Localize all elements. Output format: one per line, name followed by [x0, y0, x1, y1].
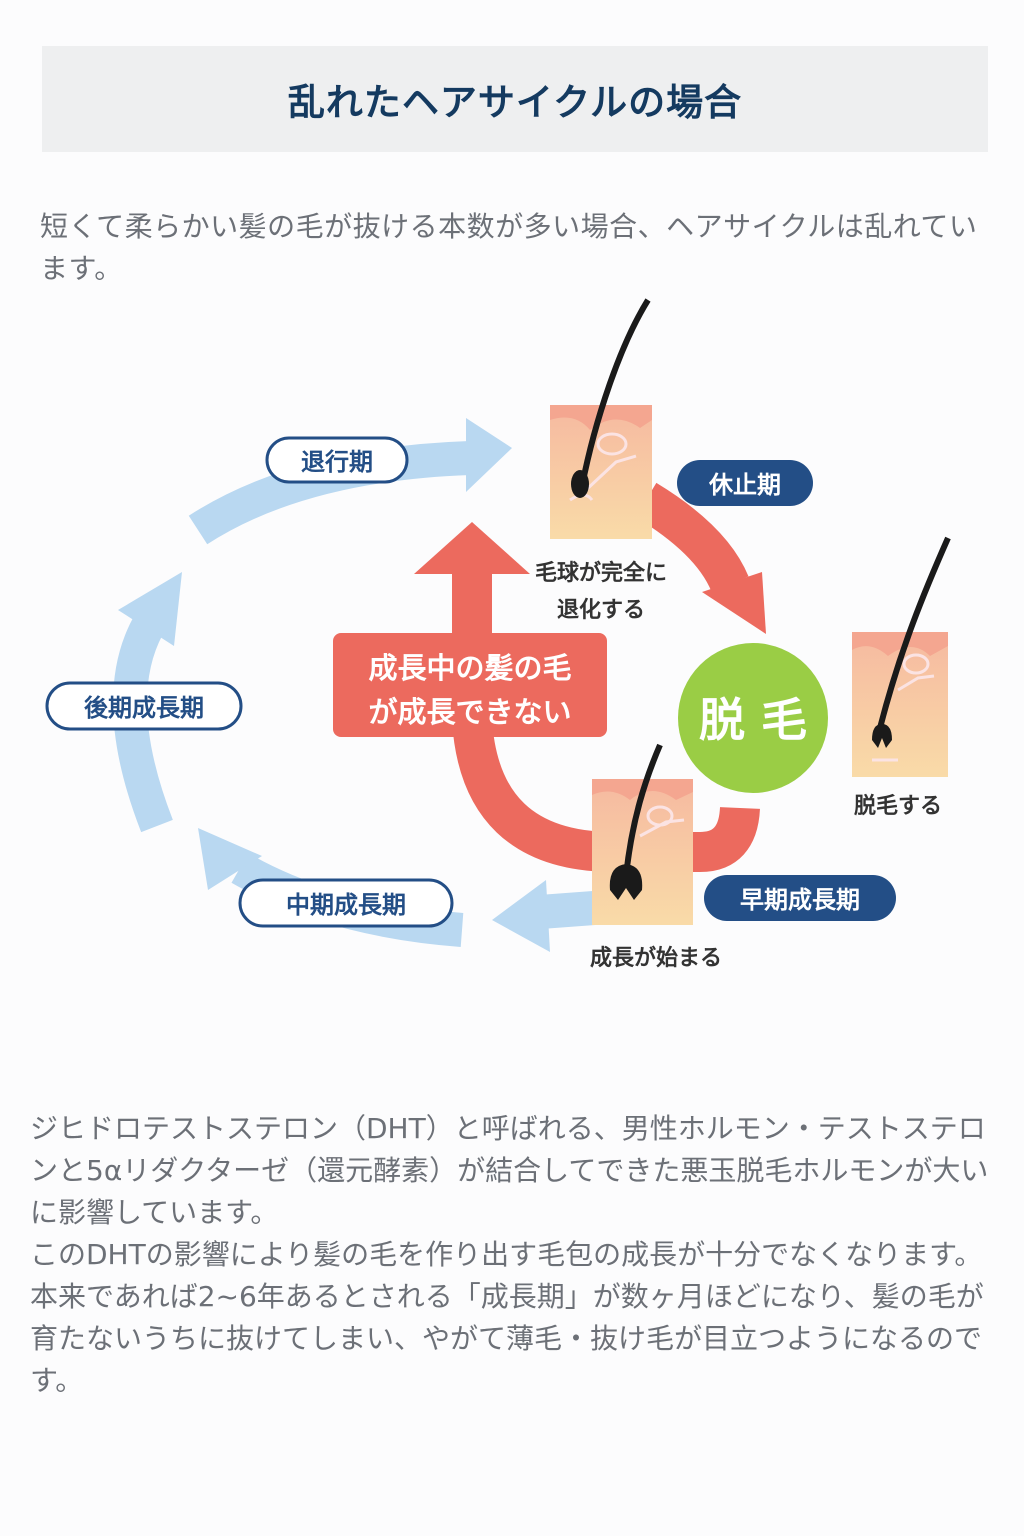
red-arrow-to-shedding [635, 482, 749, 593]
phase-mid-anagen: 中期成長期 [238, 878, 454, 928]
follicle-right [852, 536, 951, 777]
hair-cycle-diagram: 脱 毛 成長中の髪の毛 が成長できない 退行期 後期成長期 中期成長期 休止期 … [45, 298, 951, 971]
center-box [333, 633, 607, 737]
center-box-line2: が成長できない [368, 695, 571, 729]
red-arrows [414, 482, 766, 872]
title-box: 乱れたヘアサイクルの場合 [42, 46, 988, 152]
red-arrow-to-shedding-head [702, 572, 766, 634]
phase-early-anagen: 早期成長期 [704, 875, 896, 921]
phase-late-anagen: 後期成長期 [45, 681, 243, 731]
phase-early-anagen-label: 早期成長期 [740, 886, 860, 914]
body-text: ジヒドロテストステロン（DHT）と呼ばれる、男性ホルモン・テストステロンと5αリ… [30, 1108, 990, 1402]
phase-telogen: 休止期 [677, 460, 813, 506]
shedding-circle [678, 643, 828, 793]
caption-shedding: 脱毛する [854, 794, 942, 819]
cycle-arrow-right-bottom [538, 891, 596, 929]
cycle-arrow-top-head [466, 418, 512, 492]
phase-catagen-label: 退行期 [301, 448, 373, 476]
center-box-line1: 成長中の髪の毛 [368, 651, 571, 685]
phase-late-anagen-label: 後期成長期 [84, 694, 204, 722]
cycle-arrow-left-head [118, 572, 182, 646]
body-paragraph-1: ジヒドロテストステロン（DHT）と呼ばれる、男性ホルモン・テストステロンと5αリ… [30, 1112, 989, 1229]
phase-telogen-label: 休止期 [708, 471, 781, 499]
caption-bulb-regress-2: 退化する [557, 597, 645, 623]
body-paragraph-2: このDHTの影響により髪の毛を作り出す毛包の成長が十分でなくなります。本来であれ… [30, 1238, 984, 1397]
shedding-circle-label: 脱 毛 [699, 693, 807, 747]
caption-growth-start: 成長が始まる [590, 945, 722, 971]
phase-mid-anagen-label: 中期成長期 [286, 891, 406, 919]
page-title: 乱れたヘアサイクルの場合 [287, 81, 743, 124]
phase-catagen: 退行期 [265, 436, 409, 484]
cycle-arrow-bottom-head [198, 828, 262, 890]
red-arrow-up-head [414, 522, 530, 574]
intro-text: 短くて柔らかい髪の毛が抜ける本数が多い場合、ヘアサイクルは乱れています。 [40, 210, 978, 285]
cycle-arrow-right-bottom-head [492, 880, 550, 952]
red-arrow-u-curve [452, 566, 760, 872]
caption-bulb-regress-1: 毛球が完全に [535, 560, 667, 586]
follicle-top [550, 298, 652, 539]
follicle-bottom [592, 743, 693, 925]
